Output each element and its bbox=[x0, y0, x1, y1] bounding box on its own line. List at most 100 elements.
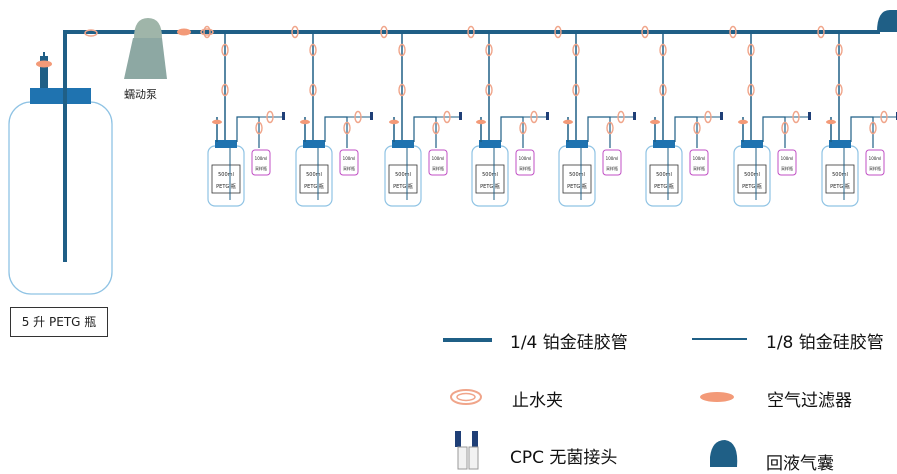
branch-clamp-icon bbox=[398, 43, 406, 57]
sampling-clamp-icon bbox=[519, 121, 527, 135]
main-tube bbox=[63, 30, 880, 262]
sampling-volume-label: 100ml bbox=[869, 156, 882, 161]
legend-bag-label: 回液气囊 bbox=[766, 454, 834, 474]
bottle-volume-label: 500ml bbox=[218, 172, 234, 178]
bottle-volume-label: 500ml bbox=[569, 172, 585, 178]
sampling-clamp-icon bbox=[693, 121, 701, 135]
sampling-tube bbox=[236, 116, 260, 148]
sampling-bottle-100ml bbox=[602, 149, 622, 176]
branch-clamp-icon bbox=[659, 83, 667, 97]
bottle-volume-label: 500ml bbox=[482, 172, 498, 178]
main-line-clamp-icon bbox=[467, 25, 475, 39]
bottle-volume-label: 500ml bbox=[744, 172, 760, 178]
branch-clamp-icon bbox=[221, 43, 229, 57]
sampling-volume-label: 100ml bbox=[781, 156, 794, 161]
branch-clamp-icon bbox=[659, 43, 667, 57]
sampling-clamp-icon bbox=[255, 121, 263, 135]
legend-clamp-label: 止水夹 bbox=[512, 391, 563, 411]
main-line-clamp-icon bbox=[729, 25, 737, 39]
sampling-bottle-100ml bbox=[515, 149, 535, 176]
bottle-volume-label: 500ml bbox=[306, 172, 322, 178]
sampling-name-label: 采样瓶 bbox=[606, 165, 618, 171]
cpc-connector-icon bbox=[455, 431, 479, 470]
cpc-connector-icon bbox=[633, 112, 636, 120]
bottle-cap bbox=[479, 140, 501, 148]
bottle-cap bbox=[303, 140, 325, 148]
sampling-volume-label: 100ml bbox=[255, 156, 268, 161]
branch-clamp-icon bbox=[747, 83, 755, 97]
sampling-clamp-icon bbox=[606, 121, 614, 135]
bottle-label-box bbox=[562, 164, 592, 194]
bottle-name-label: PETG 瓶 bbox=[480, 183, 500, 190]
bottle-volume-label: 500ml bbox=[656, 172, 672, 178]
bottle-label-box bbox=[649, 164, 679, 194]
branch-clamp-icon bbox=[572, 43, 580, 57]
sampling-bottle-100ml bbox=[251, 149, 271, 176]
vent-filter-icon bbox=[650, 119, 660, 125]
bottle-cap bbox=[566, 140, 588, 148]
sampling-name-label: 采样瓶 bbox=[255, 165, 267, 171]
main-line-clamp-icon bbox=[641, 25, 649, 39]
sampling-tube bbox=[762, 116, 786, 148]
main-clamp-markers bbox=[84, 28, 214, 37]
bottle-volume-label: 500ml bbox=[832, 172, 848, 178]
cpc-connector-icon bbox=[720, 112, 723, 120]
connector-clamp-icon bbox=[266, 110, 274, 124]
branch-clamp-icon bbox=[835, 83, 843, 97]
tank-cap bbox=[30, 88, 91, 104]
bottle-label-box bbox=[211, 164, 241, 194]
vent-filter-icon bbox=[738, 119, 748, 125]
sampling-bottle-100ml bbox=[689, 149, 709, 176]
bottle-cap bbox=[392, 140, 414, 148]
tank-5l bbox=[8, 52, 113, 295]
legend-thin-tube-label: 1/8 铂金硅胶管 bbox=[766, 333, 884, 353]
vent-filter-icon bbox=[826, 119, 836, 125]
tank-vent-filter-icon bbox=[36, 60, 52, 68]
sampling-tube bbox=[500, 116, 524, 148]
tank-vent bbox=[40, 56, 48, 88]
sampling-name-label: 采样瓶 bbox=[781, 165, 793, 171]
bottle-cap bbox=[741, 140, 763, 148]
bottle-cap bbox=[215, 140, 237, 148]
sampling-name-label: 采样瓶 bbox=[693, 165, 705, 171]
sampling-bottle-100ml bbox=[865, 149, 885, 176]
cpc-connector-icon bbox=[808, 112, 811, 120]
peristaltic-pump-icon bbox=[124, 18, 167, 79]
vent-filter-icon bbox=[300, 119, 310, 125]
sampling-tube bbox=[850, 116, 874, 148]
sampling-volume-label: 100ml bbox=[343, 156, 356, 161]
branch-clamp-icon bbox=[572, 83, 580, 97]
bottle-label-box bbox=[299, 164, 329, 194]
connector-clamp-icon bbox=[354, 110, 362, 124]
bottle-name-label: PETG 瓶 bbox=[393, 183, 413, 190]
cpc-connector-icon bbox=[282, 112, 285, 120]
bottle-label-box bbox=[737, 164, 767, 194]
sampling-bottle-100ml bbox=[777, 149, 797, 176]
air-filter-icon bbox=[700, 392, 734, 402]
sampling-tube bbox=[413, 116, 437, 148]
main-filter-icon bbox=[177, 28, 191, 36]
bottle-label-box bbox=[825, 164, 855, 194]
bottle-name-label: PETG 瓶 bbox=[216, 183, 236, 190]
vent-filter-icon bbox=[389, 119, 399, 125]
bottle-cap bbox=[829, 140, 851, 148]
cpc-connector-icon bbox=[459, 112, 462, 120]
tank-body bbox=[8, 101, 113, 295]
cpc-connector-icon bbox=[370, 112, 373, 120]
connector-clamp-icon bbox=[792, 110, 800, 124]
sampling-tube bbox=[587, 116, 611, 148]
sampling-name-label: 采样瓶 bbox=[869, 165, 881, 171]
bottle-name-label: PETG 瓶 bbox=[742, 183, 762, 190]
sampling-clamp-icon bbox=[781, 121, 789, 135]
sampling-bottle-100ml bbox=[339, 149, 359, 176]
bottle-volume-label: 500ml bbox=[395, 172, 411, 178]
